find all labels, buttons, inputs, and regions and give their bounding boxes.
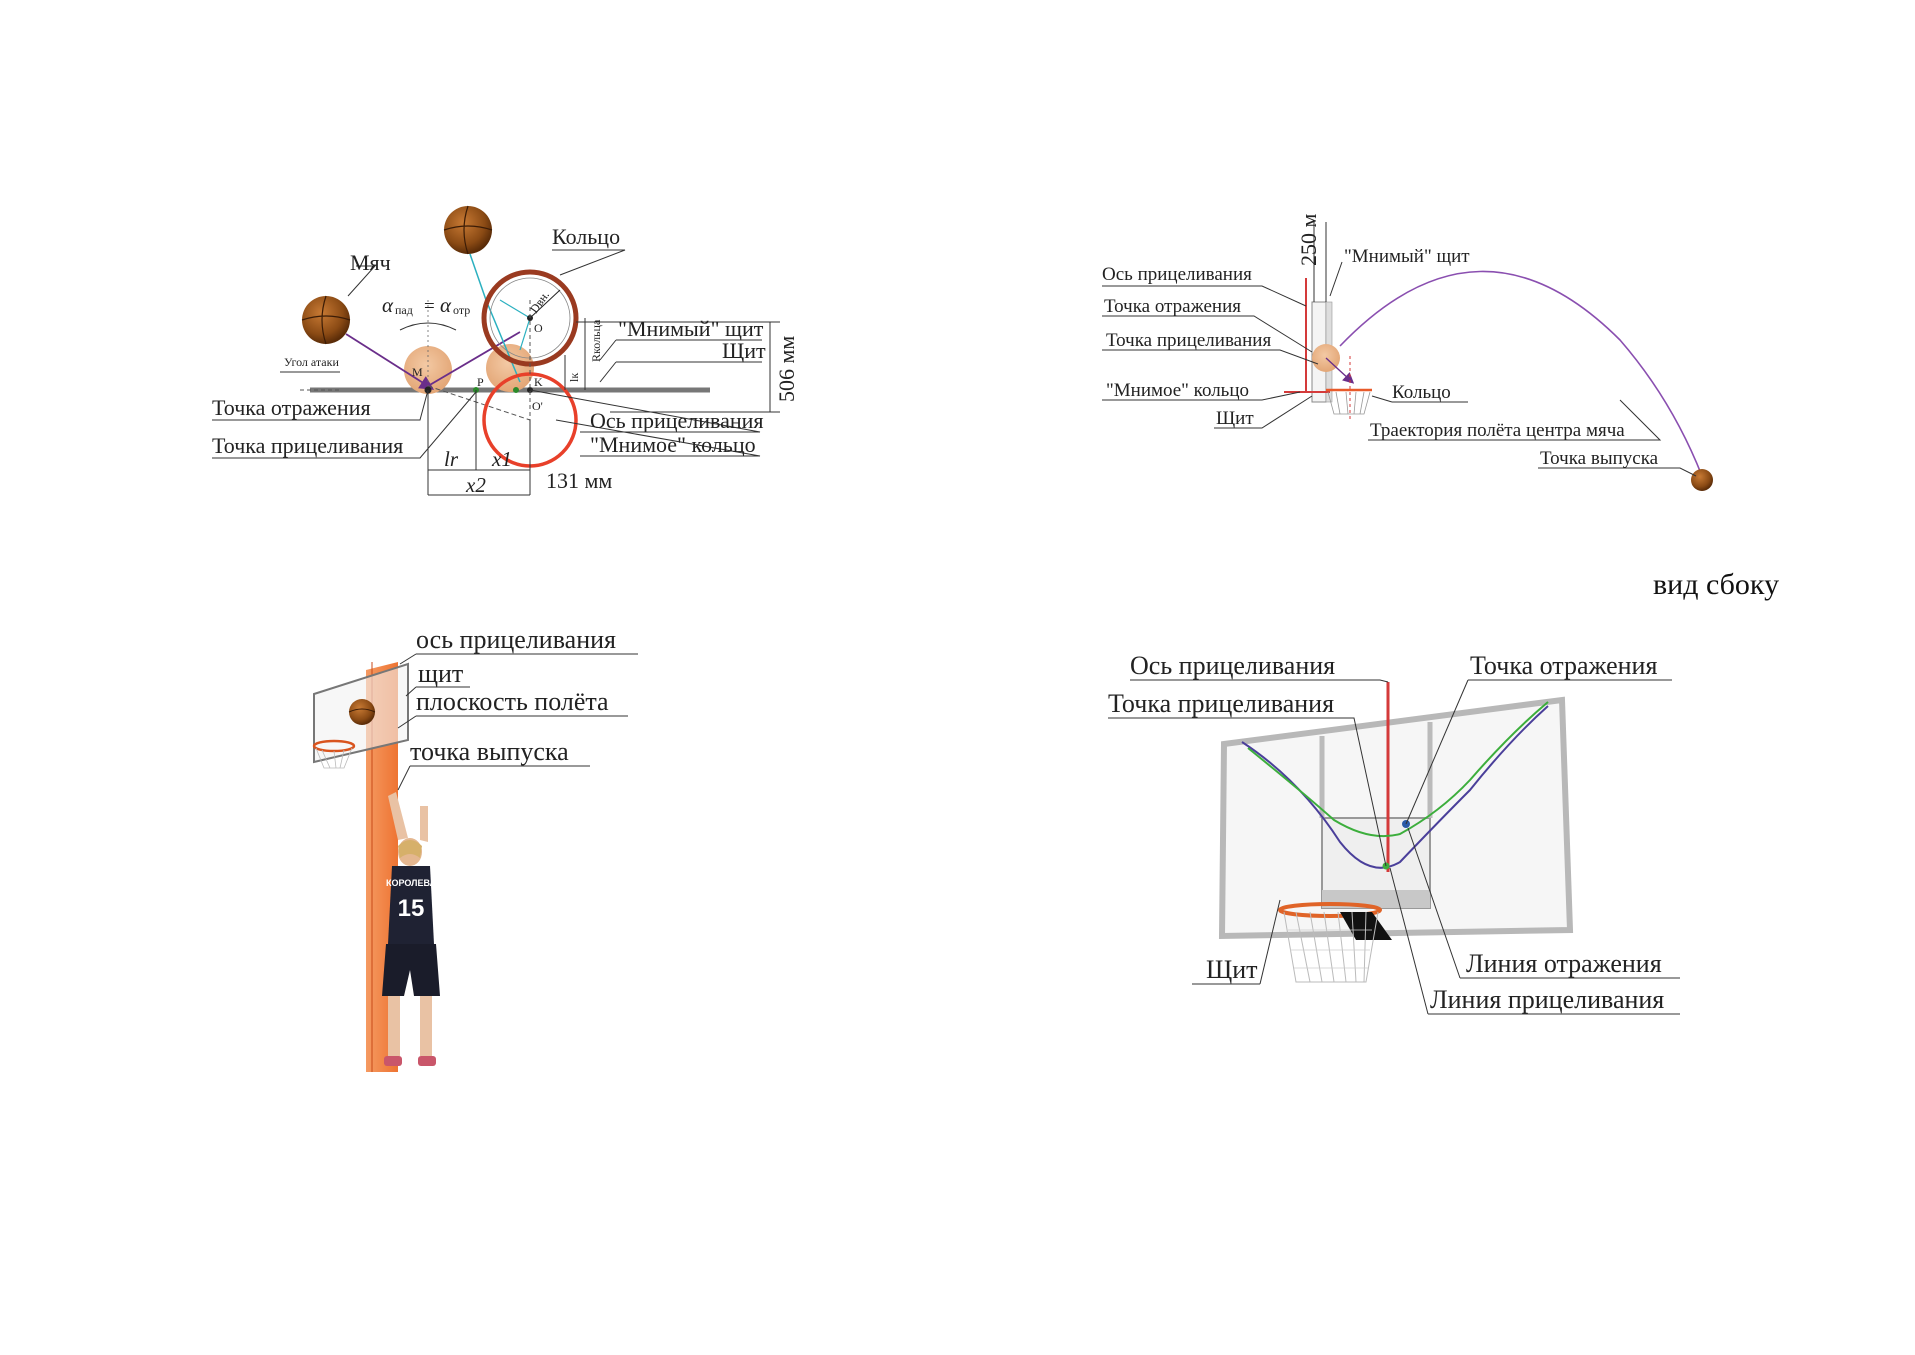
label-506: 506 мм	[774, 336, 799, 402]
label-point-o2: O'	[532, 399, 543, 413]
label-board-side: Щит	[1216, 408, 1254, 429]
label-alpha-fall: α	[382, 293, 394, 317]
label-ball: Мяч	[350, 250, 391, 275]
label-250: 250 м	[1296, 214, 1321, 267]
hoop-front-icon	[1278, 902, 1392, 983]
label-ring-side: Кольцо	[1392, 382, 1451, 403]
label-reflection-point-front: Точка отражения	[1470, 651, 1657, 680]
reflection-line	[1247, 701, 1549, 838]
panel-top-view-geometry	[212, 205, 780, 496]
label-r-ring: Rкольца	[589, 319, 603, 362]
jersey-name: КОРОЛЕВА	[386, 878, 437, 888]
label-x2: x2	[465, 473, 486, 497]
label-reflection-line: Линия отражения	[1466, 949, 1662, 978]
label-release-point-side: Точка выпуска	[1540, 448, 1659, 469]
label-131: 131 мм	[546, 468, 612, 493]
label-virtual-board-side: "Мнимый" щит	[1344, 246, 1470, 267]
label-virtual-ring-side: "Мнимое" кольцо	[1106, 380, 1249, 401]
panel-side-view-labels: 250 м Ось прицеливания Точка отражения Т…	[1102, 214, 1659, 470]
label-point-p: P	[477, 375, 484, 389]
label-flight-plane: плоскость полёта	[416, 687, 609, 716]
player-figure: КОРОЛЕВА 15	[382, 792, 440, 1066]
label-alpha-refl: α	[440, 293, 452, 317]
trajectory-curve	[1339, 270, 1703, 477]
label-point-o: O	[534, 321, 543, 335]
label-aiming-point: Точка прицеливания	[212, 433, 403, 458]
label-point-m: M	[412, 365, 423, 379]
label-virtual-board: "Мнимый" щит	[618, 316, 764, 341]
ball-at-aim-icon	[486, 344, 534, 392]
panel-board-front-labels: Ось прицеливания Точка отражения Точка п…	[1108, 651, 1664, 1014]
panel-top-view-labels: Мяч Кольцо α пад = α отр Угол атаки "Мни…	[212, 224, 799, 497]
ball-near-board-icon	[348, 699, 376, 725]
label-aiming-point-front: Точка прицеливания	[1108, 689, 1334, 718]
label-board-3d: щит	[418, 659, 463, 688]
label-x1: x1	[491, 447, 512, 471]
label-release-point-3d: точка выпуска	[410, 737, 569, 766]
ball-incoming-icon	[301, 295, 351, 345]
ball-release-icon	[1691, 469, 1713, 491]
hoop-side-icon	[1326, 388, 1372, 415]
label-board: Щит	[722, 338, 766, 363]
label-aiming-axis: Ось прицеливания	[590, 408, 764, 433]
label-ring: Кольцо	[552, 224, 620, 249]
label-board-front: Щит	[1206, 955, 1258, 984]
label-d-ring: Dвн.	[527, 288, 552, 315]
label-reflection-point: Точка отражения	[212, 395, 371, 420]
label-alpha-refl-sub: отр	[453, 303, 470, 317]
label-aiming-axis-front: Ось прицеливания	[1130, 651, 1335, 680]
panel-player-geometry: КОРОЛЕВА 15	[312, 653, 638, 1072]
label-lr: lr	[444, 447, 459, 471]
label-alpha-fall-sub: пад	[395, 303, 413, 317]
panel-player-labels: ось прицеливания щит плоскость полёта то…	[410, 625, 616, 766]
aiming-line	[1241, 705, 1549, 869]
label-aiming-line: Линия прицеливания	[1430, 985, 1664, 1014]
label-aiming-axis-side: Ось прицеливания	[1102, 264, 1252, 285]
ball-top-icon	[443, 205, 493, 255]
panel-board-front-geometry	[1108, 679, 1680, 1015]
label-lk: lк	[567, 373, 581, 382]
label-virtual-ring: "Мнимое" кольцо	[590, 432, 756, 457]
caption-side-view: вид сбоку	[1653, 568, 1780, 601]
panel-side-view-geometry	[1102, 222, 1713, 491]
label-alpha-eq: =	[424, 296, 435, 317]
label-point-k: K	[534, 375, 543, 389]
label-attack-angle: Угол атаки	[284, 355, 339, 369]
jersey-number: 15	[398, 895, 425, 922]
label-aiming-point-side: Точка прицеливания	[1106, 330, 1271, 351]
label-aiming-axis-3d: ось прицеливания	[416, 625, 616, 654]
label-trajectory: Траектория полёта центра мяча	[1370, 420, 1625, 441]
label-reflection-point-side: Точка отражения	[1104, 296, 1241, 317]
hoop-3d-icon	[312, 739, 356, 769]
